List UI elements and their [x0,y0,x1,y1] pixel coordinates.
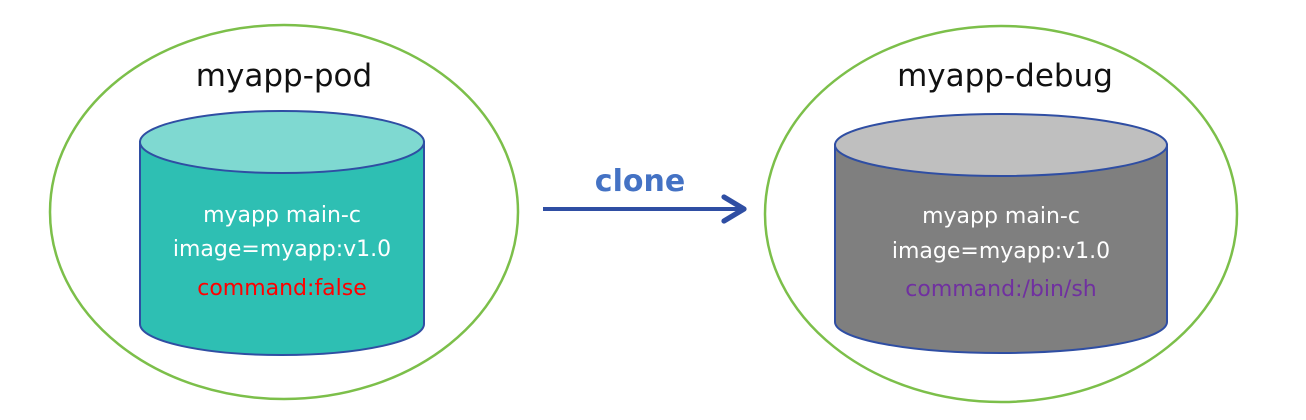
debug-pod-title: myapp-debug [897,58,1113,94]
debug-container-cylinder: myapp main-c image=myapp:v1.0 command:/b… [834,113,1168,354]
source-container-cylinder: myapp main-c image=myapp:v1.0 command:fa… [139,110,425,356]
clone-connector: clone [543,164,747,224]
clone-label: clone [595,164,685,199]
debug-cylinder-top [834,113,1168,177]
source-pod-boundary [48,23,520,401]
source-container-name: myapp main-c [203,203,361,228]
debug-container-name: myapp main-c [922,204,1080,229]
debug-cylinder-body [834,144,1168,354]
debug-container-image: image=myapp:v1.0 [892,239,1110,264]
source-container-image: image=myapp:v1.0 [173,237,391,262]
source-pod: myapp-pod myapp main-c image=myapp:v1.0 … [48,23,520,401]
source-cylinder-top [139,110,425,174]
source-cylinder-body [139,141,425,356]
debug-container-command: command:/bin/sh [905,277,1096,302]
source-pod-title: myapp-pod [196,58,372,94]
debug-pod: myapp-debug myapp main-c image=myapp:v1.… [763,24,1239,404]
source-container-command: command:false [197,276,367,301]
debug-pod-boundary [763,24,1239,404]
